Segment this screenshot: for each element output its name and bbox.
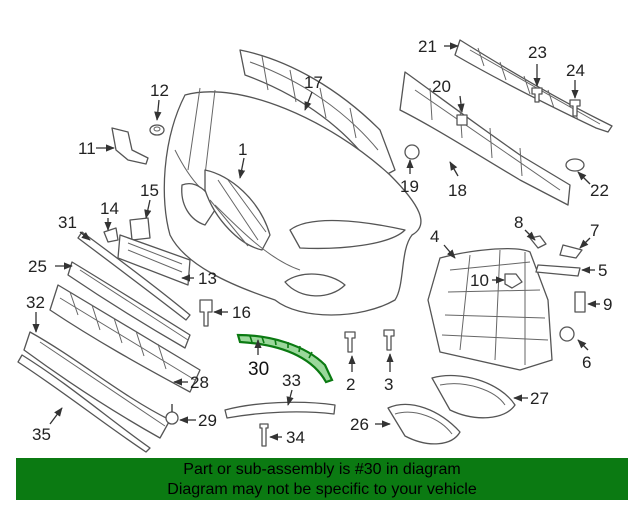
- part-25-grille[interactable]: [67, 261, 191, 349]
- leader-lines: [32, 42, 600, 441]
- callout-6: 6: [582, 353, 591, 372]
- callout-17: 17: [304, 73, 323, 92]
- part-16-clip[interactable]: [199, 299, 213, 327]
- callout-28: 28: [190, 373, 209, 392]
- callout-19: 19: [400, 177, 419, 196]
- callout-33: 33: [282, 371, 301, 390]
- callout-8: 8: [514, 213, 523, 232]
- callout-15: 15: [140, 181, 159, 200]
- callout-35: 35: [32, 425, 51, 444]
- callout-32: 32: [26, 293, 45, 312]
- callout-25: 25: [28, 257, 47, 276]
- callout-5: 5: [598, 261, 607, 280]
- part-11-bracket[interactable]: [111, 127, 149, 165]
- callout-11: 11: [78, 139, 96, 158]
- part-22-cap[interactable]: [565, 158, 585, 172]
- callout-22: 22: [590, 181, 609, 200]
- part-28-lower-grille[interactable]: [49, 284, 201, 393]
- part-13-license-bracket[interactable]: [117, 234, 191, 286]
- callout-18: 18: [448, 181, 467, 200]
- part-9-bolt[interactable]: [574, 291, 586, 313]
- callout-16: 16: [232, 303, 251, 322]
- part-34-bolt[interactable]: [259, 423, 269, 447]
- part-30-highlighted[interactable]: [236, 333, 334, 384]
- callout-2: 2: [346, 375, 355, 394]
- callout-12: 12: [150, 81, 169, 100]
- callout-1: 1: [238, 140, 247, 159]
- part-15-bracket[interactable]: [129, 217, 151, 241]
- callout-26: 26: [350, 415, 369, 434]
- part-4-bracket[interactable]: [427, 248, 553, 371]
- part-29-screw[interactable]: [165, 404, 179, 425]
- part-6-clip[interactable]: [559, 326, 575, 342]
- part-33-trim[interactable]: [224, 401, 336, 419]
- callout-7: 7: [590, 221, 599, 240]
- part-20-clip[interactable]: [456, 114, 468, 126]
- banner-line-1: Part or sub-assembly is #30 in diagram: [183, 461, 461, 478]
- callout-31: 31: [58, 213, 77, 232]
- part-35-trim[interactable]: [17, 354, 151, 453]
- part-7-cover[interactable]: [559, 244, 583, 259]
- part-12-grommet[interactable]: [149, 124, 165, 136]
- banner-line-2: Diagram may not be specific to your vehi…: [167, 481, 477, 498]
- callout-10: 10: [470, 271, 489, 290]
- part-14-clip[interactable]: [103, 227, 119, 243]
- part-23-bolt[interactable]: [531, 87, 543, 103]
- callout-29: 29: [198, 411, 217, 430]
- parts-diagram: 1 2 3 4 5 6 7 8 9 10 11 12 13 14 15 16 1…: [17, 37, 613, 453]
- part-32-spoiler[interactable]: [23, 331, 171, 439]
- callout-34: 34: [286, 428, 305, 447]
- part-19-clip[interactable]: [404, 144, 420, 160]
- callout-27: 27: [530, 389, 549, 408]
- callout-3: 3: [384, 375, 393, 394]
- part-2-bolt[interactable]: [344, 331, 356, 353]
- part-5-strip[interactable]: [535, 264, 581, 277]
- part-26-vent[interactable]: [387, 403, 461, 445]
- callout-30: 30: [248, 359, 269, 380]
- part-24-bolt[interactable]: [569, 99, 581, 117]
- callout-labels: 1 2 3 4 5 6 7 8 9 10 11 12 13 14 15 16 1…: [26, 37, 612, 447]
- part-3-bolt[interactable]: [383, 329, 395, 351]
- callout-9: 9: [603, 295, 612, 314]
- callout-20: 20: [432, 77, 451, 96]
- callout-4: 4: [430, 227, 439, 246]
- part-31-molding[interactable]: [77, 231, 191, 321]
- callout-24: 24: [566, 61, 585, 80]
- callout-21: 21: [418, 37, 437, 56]
- callout-23: 23: [528, 43, 547, 62]
- callout-13: 13: [198, 269, 217, 288]
- info-banner: Part or sub-assembly is #30 in diagram D…: [16, 458, 628, 500]
- part-27-vent[interactable]: [431, 374, 516, 419]
- part-10-bolt[interactable]: [504, 273, 523, 289]
- callout-14: 14: [100, 199, 119, 218]
- part-1-bumper-cover[interactable]: [163, 87, 422, 316]
